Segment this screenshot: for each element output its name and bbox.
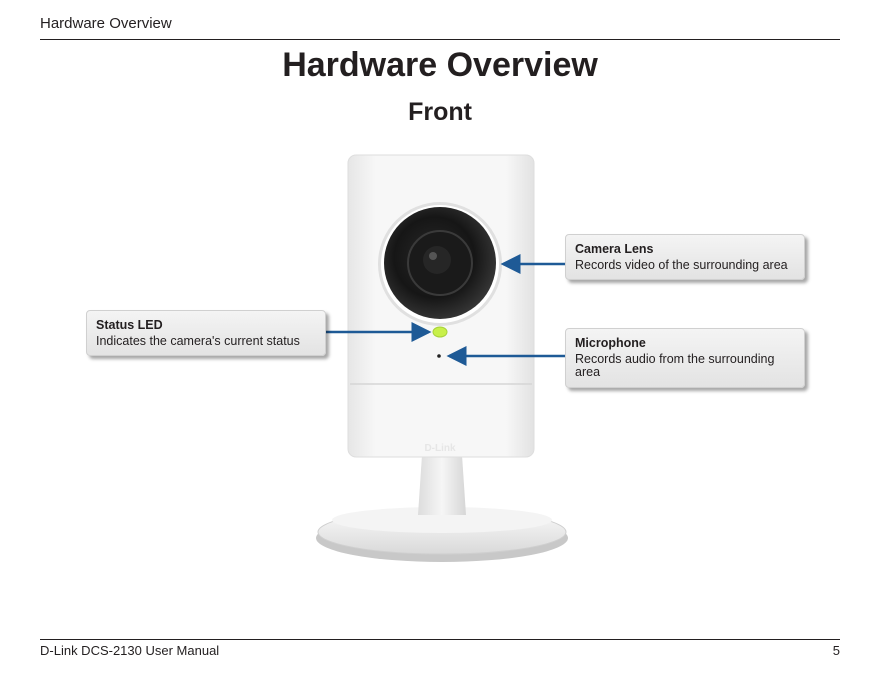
footer-divider <box>40 639 840 640</box>
microphone-callout: Microphone Records audio from the surrou… <box>565 328 805 388</box>
camera-base <box>316 507 568 562</box>
callout-title: Status LED <box>96 318 163 332</box>
running-header: Hardware Overview <box>40 15 172 32</box>
brand-logo: D-Link <box>424 443 456 454</box>
callout-description: Records video of the surrounding area <box>575 258 788 272</box>
status-led-callout: Status LED Indicates the camera's curren… <box>86 310 326 356</box>
microphone-hole <box>437 354 441 358</box>
page-title: Hardware Overview <box>282 46 598 84</box>
section-title: Front <box>408 98 472 126</box>
header-divider <box>40 39 840 40</box>
camera-stand-neck <box>418 455 466 515</box>
footer-manual-title: D-Link DCS-2130 User Manual <box>40 643 220 658</box>
callout-title: Microphone <box>575 336 646 350</box>
page-number: 5 <box>832 643 840 658</box>
callout-title: Camera Lens <box>575 242 654 256</box>
camera-lens-callout: Camera Lens Records video of the surroun… <box>565 234 805 280</box>
callout-description: Indicates the camera's current status <box>96 334 300 348</box>
status-led <box>432 326 448 338</box>
callout-description: Records audio from the surrounding area <box>575 352 775 379</box>
camera-lens <box>378 202 502 326</box>
